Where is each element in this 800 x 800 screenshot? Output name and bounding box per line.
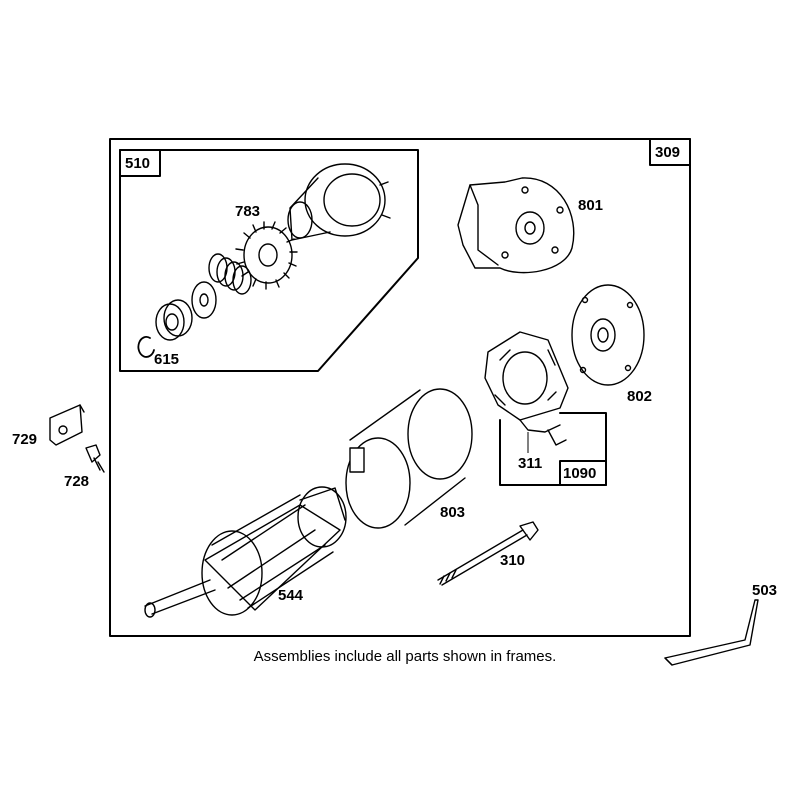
spring [208, 253, 252, 295]
drive-pinion-part-783 [235, 163, 391, 290]
part-label-729: 729 [12, 431, 38, 448]
brush-holder-part-311 [484, 331, 569, 446]
part-label-728: 728 [64, 473, 90, 490]
part-label-503: 503 [752, 582, 778, 599]
part-label-310: 310 [500, 552, 526, 569]
end-cap-part-801 [457, 177, 575, 274]
caption: Assemblies include all parts shown in fr… [253, 648, 557, 665]
clip-part-503 [664, 599, 759, 666]
stop-collar [155, 299, 193, 341]
washer [191, 281, 217, 319]
through-bolt-part-310 [437, 521, 539, 586]
bracket-part-729 [49, 404, 85, 446]
retaining-ring-615 [137, 336, 155, 358]
frame-label-510: 510 [125, 155, 151, 172]
part-label-803: 803 [440, 504, 466, 521]
part-label-802: 802 [627, 388, 653, 405]
plate-part-802 [571, 284, 645, 386]
part-label-801: 801 [578, 197, 604, 214]
part-label-311: 311 [518, 455, 543, 472]
drive-assembly-frame [119, 149, 419, 372]
screw-part-728 [85, 444, 105, 473]
main-assembly-frame [109, 138, 691, 637]
frame-label-309: 309 [655, 144, 681, 161]
main-assembly-tab [649, 138, 691, 166]
part-label-615: 615 [154, 351, 180, 368]
housing-part-803 [345, 388, 473, 529]
armature-part-544 [144, 486, 347, 618]
part-label-544: 544 [278, 587, 304, 604]
part-label-783: 783 [235, 203, 261, 220]
brush-assembly-tab [559, 460, 607, 486]
drive-assembly-tab [119, 149, 161, 177]
frame-label-1090: 1090 [563, 465, 597, 482]
